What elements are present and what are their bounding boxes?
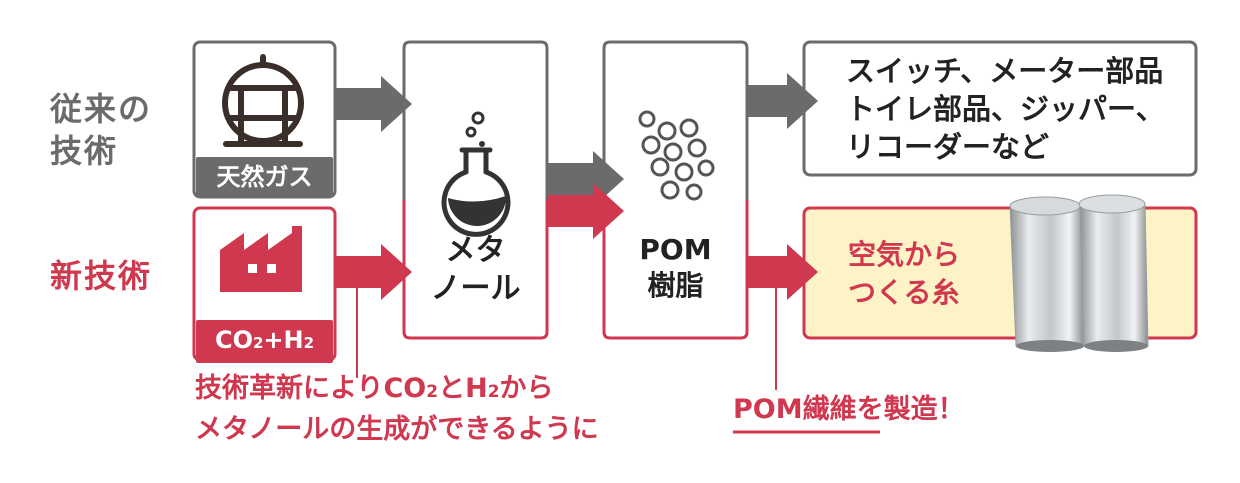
gas-tank-icon	[222, 54, 304, 147]
factory-icon	[220, 226, 302, 292]
left-note-sub2: 2	[487, 382, 500, 402]
pom-resin-label-line1: POM	[639, 233, 712, 266]
fiber-spools-image	[1009, 194, 1149, 352]
gray-arrow-3	[747, 73, 818, 129]
red-arrow-1	[335, 244, 412, 300]
red-arrow-2	[547, 183, 624, 239]
methanol-label: メタ ノール	[404, 232, 547, 308]
methanol-label-line2: ノール	[430, 271, 521, 306]
air-thread-text: 空気から つくる糸	[848, 236, 960, 312]
conventional-row-label: 従来の 技術	[50, 88, 152, 172]
pom-box-gray-part	[602, 40, 749, 200]
right-note: POM繊維を製造！	[733, 394, 965, 425]
pellets-icon	[638, 110, 715, 201]
pom-resin-label-line2: 樹脂	[647, 269, 704, 302]
left-note: 技術革新によりCO2とH2から メタノールの生成ができるように	[195, 370, 599, 448]
methanol-box-red-part	[402, 200, 549, 340]
co2-subscript: 2	[252, 334, 264, 352]
left-note-sub1: 2	[426, 382, 439, 402]
red-arrow-3	[747, 244, 818, 300]
conventional-products-line3: リコーダーなど	[846, 130, 1050, 164]
plus-h-text: +H	[263, 326, 304, 354]
co2-h2-tag: CO2+H2	[196, 320, 333, 363]
left-note-line1-b: とH	[438, 373, 488, 404]
conventional-products-line2: トイレ部品、ジッパー、	[846, 92, 1165, 126]
conventional-products-line1: スイッチ、メーター部品	[846, 54, 1164, 88]
natural-gas-tag: 天然ガス	[196, 157, 333, 197]
air-thread-line1: 空気から	[848, 238, 961, 271]
new-row-label: 新技術	[50, 257, 153, 295]
left-note-line1-a: 技術革新によりCO	[195, 373, 427, 404]
h2-subscript: 2	[303, 334, 315, 352]
flask-icon	[441, 111, 511, 237]
conventional-row-label-line1: 従来の	[50, 90, 153, 128]
methanol-label-line1: メタ	[445, 233, 506, 268]
left-note-line1: 技術革新によりCO2とH2から	[195, 370, 599, 411]
conventional-products-text: スイッチ、メーター部品 トイレ部品、ジッパー、 リコーダーなど	[846, 52, 1165, 166]
air-thread-line2: つくる糸	[848, 276, 960, 309]
pom-resin-label: POM 樹脂	[604, 232, 747, 304]
gray-arrow-1	[335, 76, 412, 132]
left-note-line2: メタノールの生成ができるように	[195, 414, 599, 445]
pom-box-red-part	[602, 200, 749, 340]
conventional-row-label-line2: 技術	[50, 132, 119, 170]
left-note-line1-c: から	[499, 373, 554, 404]
co2-text: CO	[214, 326, 253, 354]
